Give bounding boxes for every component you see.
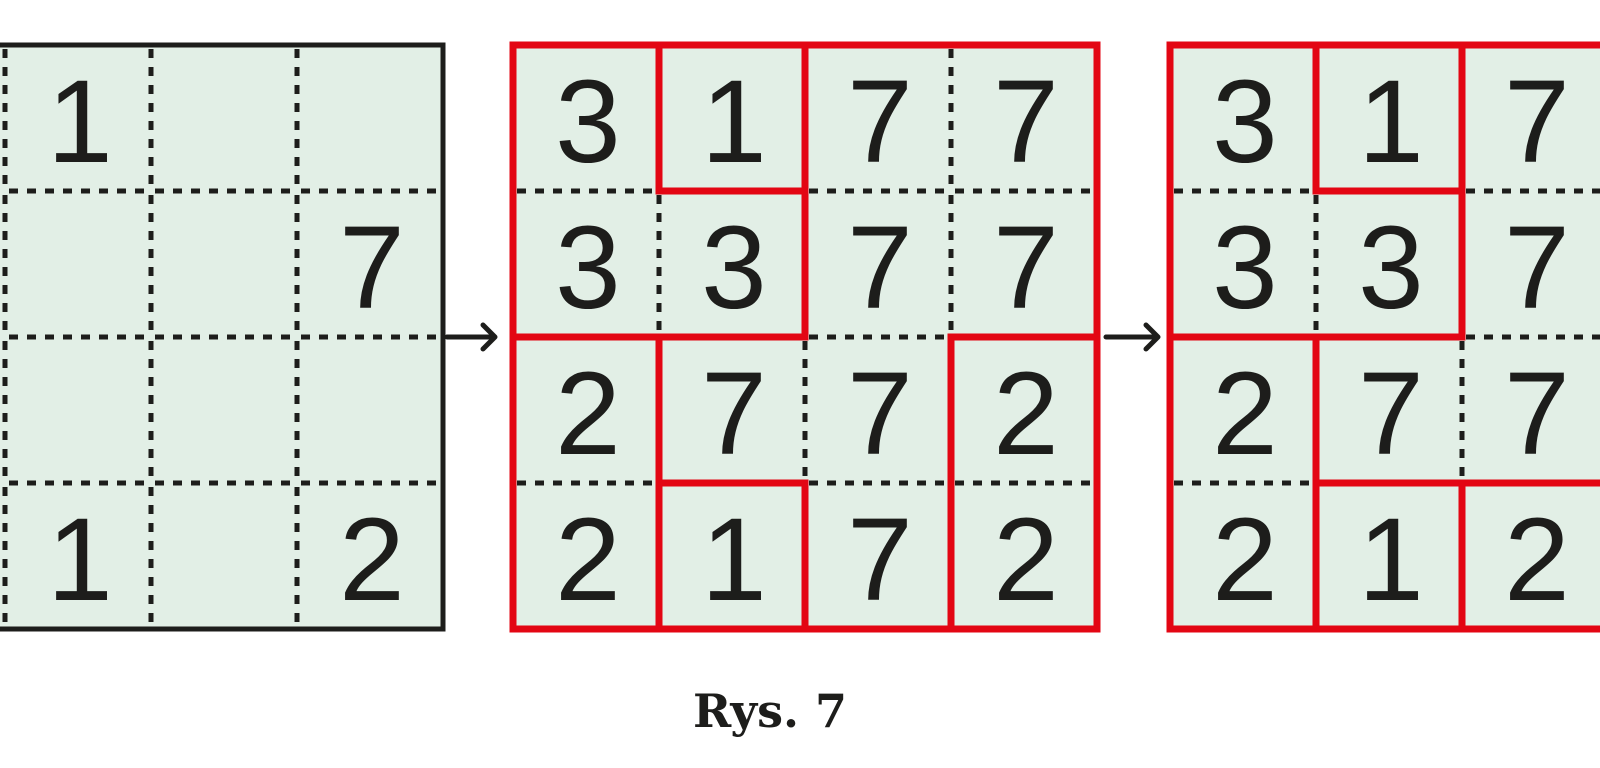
cell-number: 7: [847, 348, 913, 480]
cell-number: 2: [1212, 348, 1278, 480]
cell-number: 7: [847, 494, 913, 626]
arrow-head: [1143, 322, 1161, 352]
cell-number: 7: [701, 348, 767, 480]
cell-number: 3: [1212, 202, 1278, 334]
cell-number: 7: [847, 202, 913, 334]
grid-background: [0, 45, 443, 629]
cell-number: 2: [339, 494, 405, 626]
cell-number: 7: [339, 202, 405, 334]
arrow-head: [480, 322, 498, 352]
cell-number: 2: [555, 348, 621, 480]
grid-outer-border: [509, 41, 1101, 633]
cell-number: 2: [1504, 494, 1570, 626]
dashed-cell-lines: [0, 49, 439, 625]
cell-number: 1: [1358, 56, 1424, 188]
dashed-cell-lines: [517, 49, 1093, 486]
arrow-right-icon: [444, 322, 498, 352]
cell-number: 3: [555, 56, 621, 188]
cell-number: 1: [701, 494, 767, 626]
cell-number: 7: [847, 56, 913, 188]
arrow-right-icon: [1103, 322, 1161, 352]
dashed-cell-lines: [1174, 188, 1600, 486]
cell-number: 7: [1504, 202, 1570, 334]
cell-number: 2: [993, 494, 1059, 626]
cell-number: 1: [47, 494, 113, 626]
cell-number: 7: [1504, 56, 1570, 188]
grid-outer-border: [0, 42, 446, 632]
cell-number: 1: [1358, 494, 1424, 626]
cell-number: 3: [1358, 202, 1424, 334]
figure-caption: Rys. 7: [692, 684, 848, 738]
cell-number: 7: [993, 202, 1059, 334]
cell-number: 7: [1504, 348, 1570, 480]
grid-outer-border: [1166, 41, 1600, 633]
cell-number: 2: [993, 348, 1059, 480]
region-borders: [1166, 41, 1600, 633]
cell-number: 2: [555, 494, 621, 626]
cell-number: 1: [701, 56, 767, 188]
cell-number: 3: [1212, 56, 1278, 188]
cell-number: 1: [47, 56, 113, 188]
cell-number: 7: [993, 56, 1059, 188]
region-borders: [509, 41, 1101, 633]
cell-number: 2: [1212, 494, 1278, 626]
cell-number: 7: [1358, 348, 1424, 480]
cell-number: 3: [701, 202, 767, 334]
cell-number: 3: [555, 202, 621, 334]
